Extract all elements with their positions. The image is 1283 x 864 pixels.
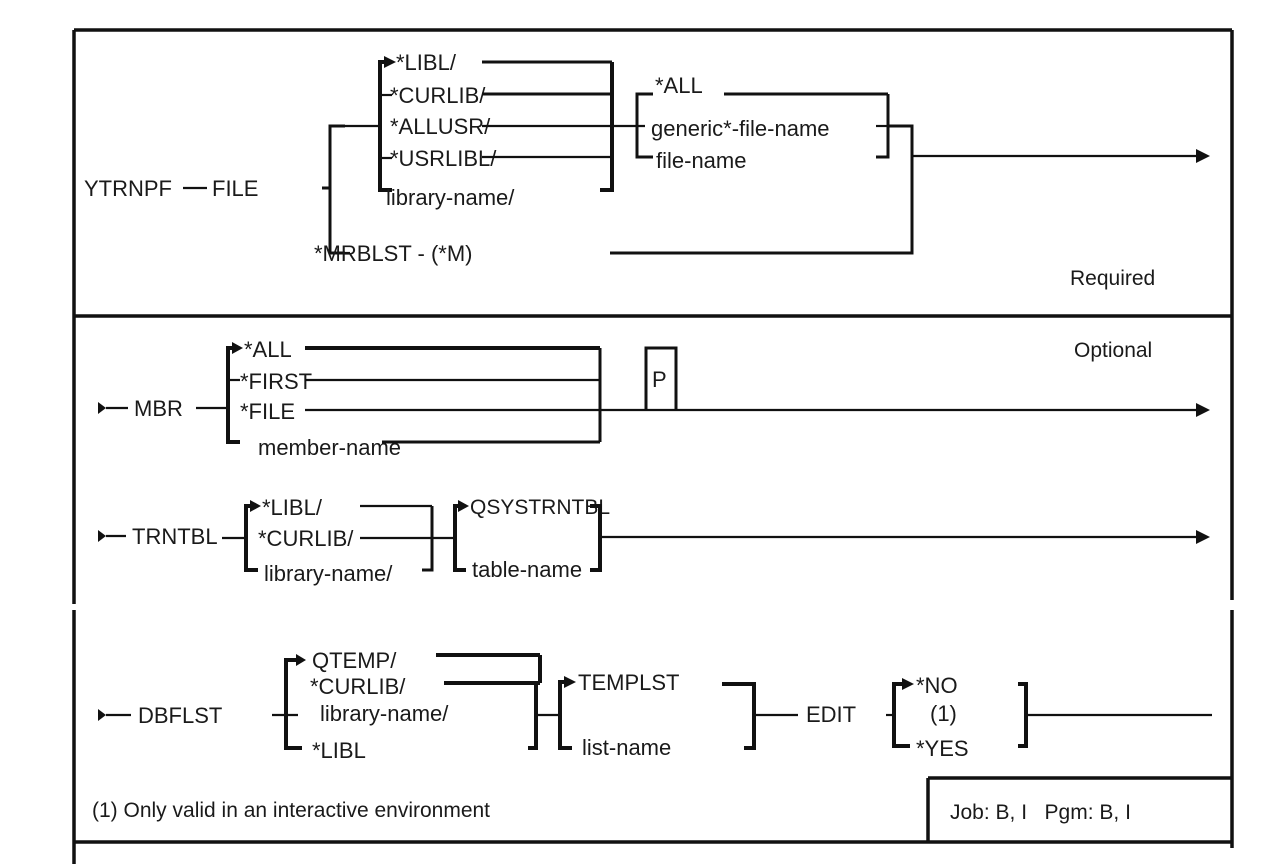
default-arrow-icon	[384, 56, 396, 68]
dbflst-lib-bracket-right	[528, 683, 538, 750]
end-arrow-icon	[1196, 403, 1210, 417]
file-name-option: file-name	[656, 148, 746, 173]
dbflst-keyword: DBFLST	[138, 703, 222, 728]
dbflst-list-option: TEMPLST	[578, 670, 679, 695]
applicability-label: Job: B, I Pgm: B, I	[950, 801, 1131, 824]
footnote: (1) Only valid in an interactive environ…	[92, 799, 490, 822]
trntbl-table-option: QSYSTRNTBL	[470, 496, 610, 519]
dbflst-lib-option: library-name/	[320, 701, 449, 726]
dbflst-lib-option: QTEMP/	[312, 648, 397, 673]
trntbl-lib-option: library-name/	[264, 561, 393, 586]
optional-label: Optional	[1074, 339, 1152, 362]
edit-option: *YES	[916, 736, 969, 761]
trntbl-lib-bracket-right	[422, 506, 434, 572]
file-lib-option: library-name/	[386, 185, 515, 210]
trntbl-table-bracket-left	[453, 504, 466, 572]
required-label: Required	[1070, 267, 1155, 290]
mrblst-option: *MRBLST - (*M)	[314, 241, 473, 266]
positional-marker-box	[644, 346, 678, 410]
dbflst-lib-bracket-left	[284, 658, 302, 750]
mbr-option: *FILE	[240, 399, 295, 424]
mbr-keyword: MBR	[134, 396, 183, 421]
library-bracket-right	[600, 62, 614, 192]
file-outer-bracket	[328, 124, 345, 255]
file-join-bracket	[610, 124, 914, 255]
filename-bracket-right	[876, 94, 890, 159]
edit-option: (1)	[930, 701, 957, 726]
trntbl-keyword: TRNTBL	[132, 524, 218, 549]
default-arrow-icon	[564, 676, 576, 688]
dbflst-lib-option: *LIBL	[312, 738, 366, 763]
default-arrow-icon	[902, 678, 914, 690]
start-arrow-icon	[98, 402, 106, 414]
mbr-option: *ALL	[244, 337, 292, 362]
mbr-option: *FIRST	[240, 369, 312, 394]
file-lib-option: *LIBL/	[396, 50, 457, 75]
default-arrow-icon	[458, 500, 469, 512]
end-arrow-icon	[1196, 149, 1210, 163]
trntbl-lib-option: *LIBL/	[262, 495, 323, 520]
mbr-option: member-name	[258, 435, 401, 460]
edit-bracket-right	[1018, 682, 1028, 748]
dbflst-list-option: list-name	[582, 735, 671, 760]
dbflst-lib-option: *CURLIB/	[310, 674, 406, 699]
file-lib-option: *USRLIBL/	[390, 146, 497, 171]
edit-keyword: EDIT	[806, 702, 856, 727]
dbflst-list-bracket-right	[722, 682, 756, 750]
trntbl-lib-bracket-left	[244, 504, 258, 572]
positional-marker: P	[652, 367, 667, 392]
trntbl-table-option: table-name	[472, 557, 582, 582]
default-arrow-icon	[232, 342, 243, 354]
file-name-option: *ALL	[655, 73, 703, 98]
end-arrow-icon	[1196, 530, 1210, 544]
file-keyword: FILE	[212, 176, 258, 201]
trntbl-lib-option: *CURLIB/	[258, 526, 354, 551]
file-lib-option: *ALLUSR/	[390, 114, 491, 139]
filename-bracket-left	[635, 92, 653, 159]
default-arrow-icon	[250, 500, 261, 512]
file-lib-option: *CURLIB/	[390, 83, 486, 108]
start-arrow-icon	[98, 530, 106, 542]
dbflst-list-bracket-left	[558, 680, 572, 750]
file-name-option: generic*-file-name	[651, 116, 830, 141]
edit-bracket-left	[892, 682, 910, 748]
mbr-bracket-left	[226, 346, 240, 444]
default-arrow-icon	[296, 654, 306, 666]
command-name: YTRNPF	[84, 176, 172, 201]
edit-option: *NO	[916, 673, 958, 698]
start-arrow-icon	[98, 709, 106, 721]
